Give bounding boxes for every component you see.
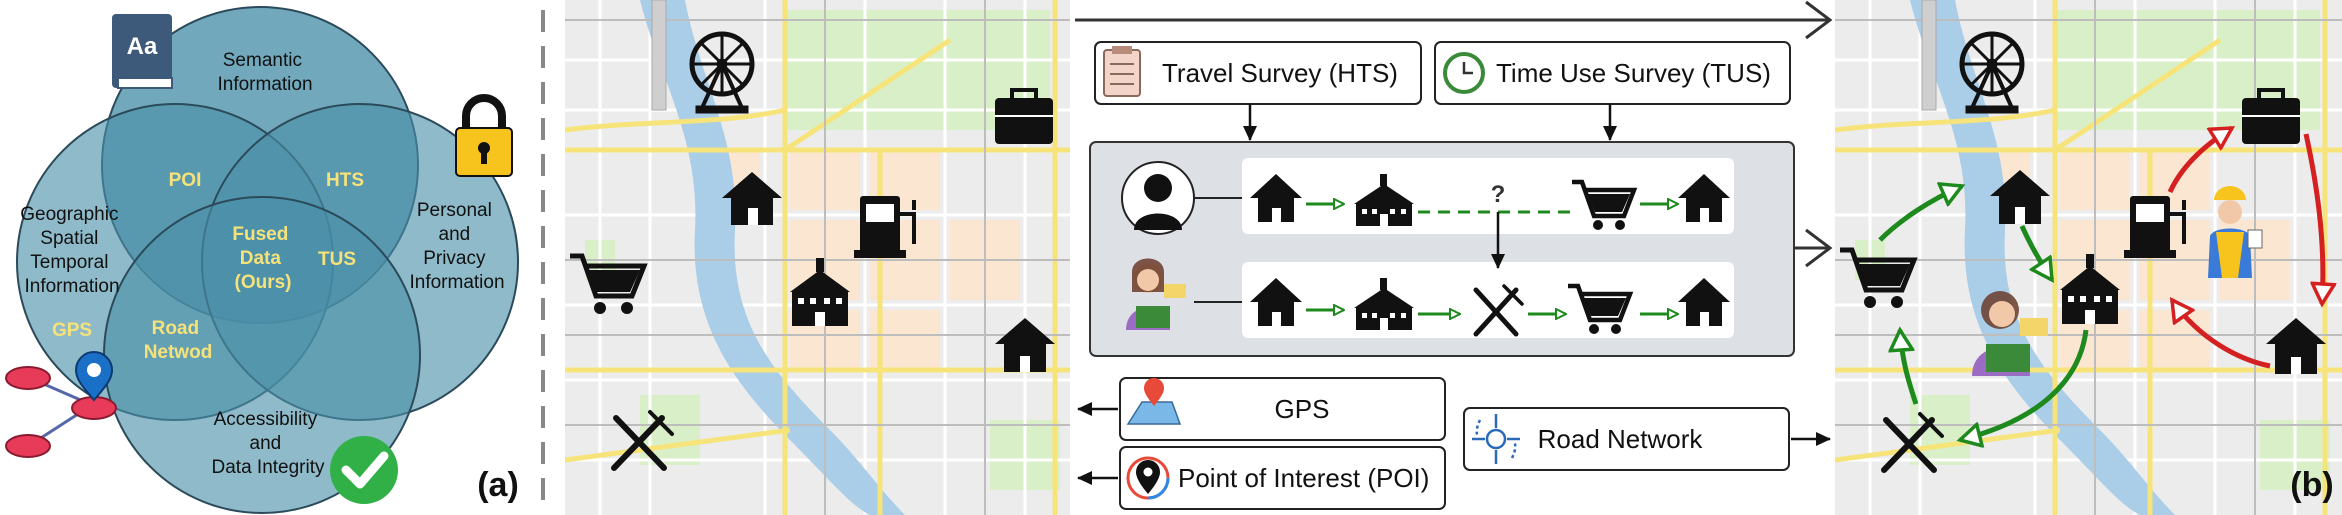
panel-label-a: (a) xyxy=(477,466,519,504)
shopping-cart-icon xyxy=(1568,283,1634,334)
house-icon xyxy=(1678,174,1730,222)
tus-label: Time Use Survey (TUS) xyxy=(1496,58,1771,88)
venn-hts-label: HTS xyxy=(326,170,364,191)
venn-access-label: Accessibility and Data Integrity xyxy=(212,409,325,478)
venn-road-label: Road Netwod xyxy=(144,318,213,363)
venn-personal-label: Personal and Privacy Information xyxy=(409,200,504,293)
clipboard-icon xyxy=(1103,46,1141,97)
trip-chain-hts: ? xyxy=(1250,174,1730,230)
activity-flow-student xyxy=(1878,186,2089,440)
gas-station-icon xyxy=(854,196,916,258)
house-icon xyxy=(1990,170,2050,224)
venn-tus-label: TUS xyxy=(318,249,356,270)
school-icon xyxy=(1354,278,1414,330)
gps-box: GPS xyxy=(1119,377,1446,441)
activity-flow-worker xyxy=(2167,125,2323,369)
house-icon xyxy=(1678,278,1730,326)
house-icon xyxy=(1250,278,1302,326)
gps-map-icon xyxy=(1126,378,1182,425)
book-icon: Aa xyxy=(112,14,173,89)
ferris-wheel-icon xyxy=(1959,31,2025,114)
roundabout-icon xyxy=(1472,414,1520,464)
gps-label: GPS xyxy=(1275,394,1330,424)
school-icon xyxy=(1354,174,1414,226)
shopping-cart-icon xyxy=(1572,179,1638,230)
panel-label-b: (b) xyxy=(2290,466,2333,504)
map-pin-network-icon xyxy=(5,351,117,458)
shopping-cart-icon xyxy=(1840,247,1918,308)
venn-poi-label: POI xyxy=(169,170,202,191)
venn-diagram: Semantic Information Geographic Spatial … xyxy=(5,6,519,514)
venn-geo-label: Geographic Spatial Temporal Information xyxy=(20,204,124,297)
svg-text:Aa: Aa xyxy=(127,33,158,60)
poi-pin-icon xyxy=(1126,456,1170,500)
school-icon xyxy=(790,258,850,326)
worker-icon xyxy=(2208,186,2263,278)
ferris-wheel-icon xyxy=(689,31,755,114)
venn-fused-label: Fused Data (Ours) xyxy=(232,224,293,293)
clock-icon xyxy=(1443,52,1485,94)
hts-box: Travel Survey (HTS) xyxy=(1094,41,1422,105)
unknown-activity-mark: ? xyxy=(1491,181,1506,208)
fork-knife-icon xyxy=(611,410,674,471)
person-silhouette-icon xyxy=(1121,161,1195,235)
poi-label: Point of Interest (POI) xyxy=(1178,463,1429,493)
venn-gps-label: GPS xyxy=(52,320,92,341)
shopping-cart-icon xyxy=(570,253,648,314)
house-icon xyxy=(1250,174,1302,222)
house-icon xyxy=(2266,318,2326,374)
briefcase-icon xyxy=(2242,88,2300,144)
lock-icon xyxy=(455,94,513,177)
poi-box: Point of Interest (POI) xyxy=(1119,446,1446,510)
trip-chain-fused xyxy=(1250,278,1730,337)
school-icon xyxy=(2060,254,2120,324)
student-reading-icon xyxy=(1972,291,2048,376)
fork-knife-icon xyxy=(1473,284,1524,337)
student-reading-icon xyxy=(1126,258,1186,330)
house-icon xyxy=(722,172,782,225)
check-icon xyxy=(330,436,398,504)
hts-label: Travel Survey (HTS) xyxy=(1162,58,1398,88)
road-network-label: Road Network xyxy=(1538,424,1704,454)
venn-semantic-label: Semantic Information xyxy=(217,50,312,95)
road-network-box: Road Network xyxy=(1463,407,1790,471)
briefcase-icon xyxy=(995,88,1053,144)
fork-knife-icon xyxy=(1881,412,1944,473)
tus-box: Time Use Survey (TUS) xyxy=(1434,41,1791,105)
gas-station-icon xyxy=(2124,196,2186,258)
house-icon xyxy=(995,318,1055,372)
